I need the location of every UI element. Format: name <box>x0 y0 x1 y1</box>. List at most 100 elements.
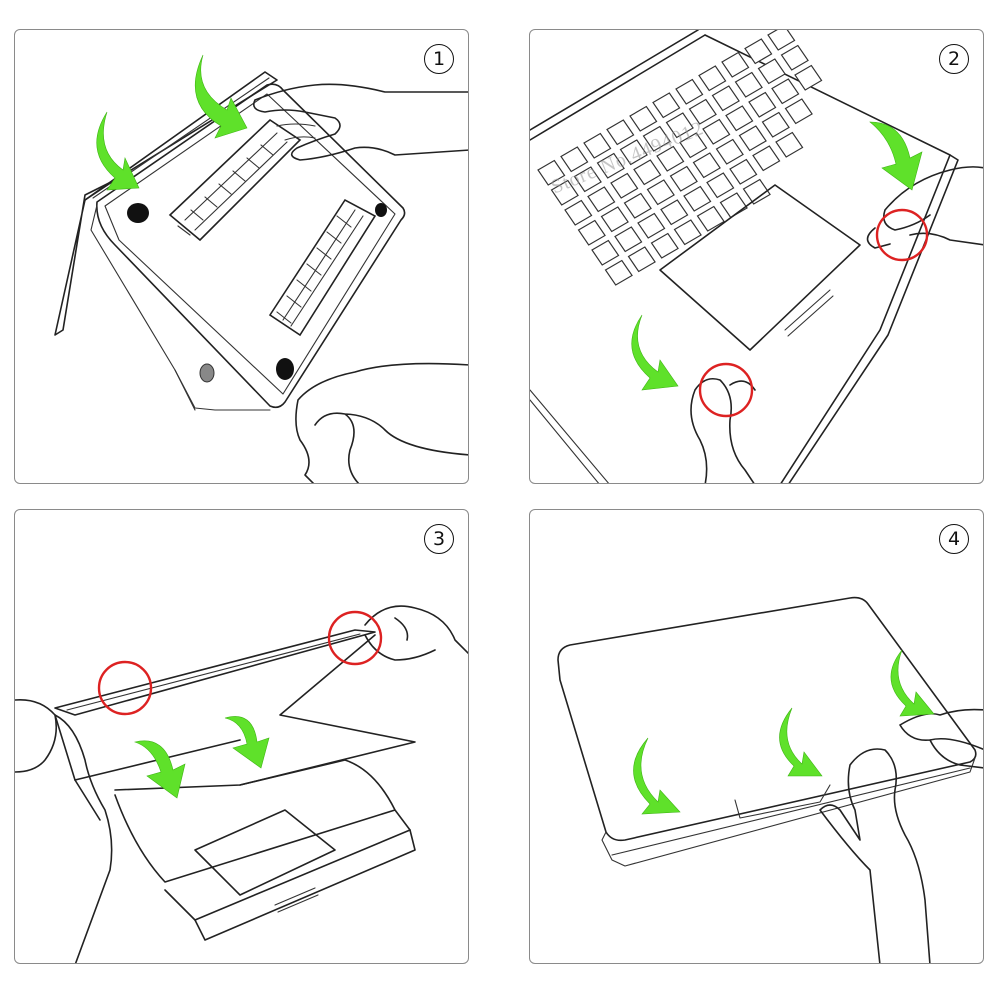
laptop-lid-icon <box>54 179 116 336</box>
step-number-badge: 4 <box>939 524 969 554</box>
green-arrow-icon <box>96 111 140 191</box>
keyboard-key <box>794 64 823 91</box>
keyboard-key <box>673 219 702 246</box>
rubber-foot-icon <box>276 358 294 380</box>
keyboard-key <box>784 98 813 125</box>
step-1-panel: 1 <box>14 29 469 484</box>
rubber-foot-icon <box>127 203 149 223</box>
red-circle-icon <box>327 610 383 666</box>
step-2-panel: 2 <box>529 29 984 484</box>
hand-icon <box>15 698 113 963</box>
red-circle-icon <box>875 208 929 262</box>
keyboard-key <box>537 159 566 186</box>
keyboard-key <box>642 125 671 152</box>
keyboard-key <box>748 91 777 118</box>
keyboard-key <box>610 172 639 199</box>
keyboard-key <box>715 138 744 165</box>
keyboard-key <box>560 146 589 173</box>
keyboard-key <box>780 44 809 71</box>
keyboard-key <box>665 112 694 139</box>
step-number-badge: 3 <box>424 524 454 554</box>
green-arrow-icon <box>224 716 270 769</box>
step-1-illustration <box>54 54 468 483</box>
red-circle-icon <box>97 660 153 716</box>
keyboard-key <box>614 226 643 253</box>
keyboard-key <box>650 232 679 259</box>
hand-icon <box>252 83 468 161</box>
keyboard-key <box>604 259 633 286</box>
hand-icon <box>866 166 983 249</box>
keyboard-key <box>596 152 625 179</box>
keyboard-key <box>692 152 721 179</box>
keyboard-key <box>637 212 666 239</box>
green-arrow-icon <box>133 740 186 799</box>
keyboard-key <box>738 125 767 152</box>
red-circle-icon <box>698 362 754 418</box>
green-arrow-icon <box>869 121 923 191</box>
keyboard-key <box>711 85 740 112</box>
step-2-illustration <box>530 30 983 483</box>
step-number-badge: 1 <box>424 44 454 74</box>
keyboard-key <box>587 186 616 213</box>
keyboard-key <box>706 172 735 199</box>
keyboard-key <box>591 239 620 266</box>
keyboard-key <box>583 132 612 159</box>
keyboard-key <box>550 179 579 206</box>
green-arrow-icon <box>779 707 823 777</box>
laptop-lid-icon <box>54 629 376 716</box>
keyboard-key <box>564 199 593 226</box>
keyboard-key <box>679 132 708 159</box>
vent-top-icon <box>168 118 302 242</box>
laptop-deck-icon <box>530 30 951 483</box>
keyboard-key <box>698 65 727 92</box>
step-3-panel: 3 <box>14 509 469 964</box>
step-number-badge: 2 <box>939 44 969 74</box>
keyboard-key <box>577 219 606 246</box>
green-arrow-icon <box>633 737 681 815</box>
step-3-illustration <box>15 605 468 963</box>
keyboard-key <box>683 185 712 212</box>
step-4-illustration <box>557 596 983 963</box>
hand-icon <box>364 605 468 661</box>
keyboard-icon <box>537 30 823 286</box>
keyboard-key <box>660 199 689 226</box>
keyboard-key <box>721 51 750 78</box>
hand-icon <box>690 377 756 483</box>
keyboard-key <box>771 78 800 105</box>
keyboard-key <box>573 166 602 193</box>
keyboard-key <box>675 78 704 105</box>
keyboard-key <box>729 158 758 185</box>
step-4-panel: 4 <box>529 509 984 964</box>
keyboard-key <box>742 178 771 205</box>
keyboard-key <box>752 145 781 172</box>
keyboard-key <box>669 165 698 192</box>
keyboard-key <box>757 58 786 85</box>
keyboard-key <box>627 246 656 273</box>
keyboard-key <box>646 179 675 206</box>
keyboard-key <box>702 118 731 145</box>
keyboard-key <box>734 71 763 98</box>
keyboard-key <box>744 38 773 65</box>
keyboard-key <box>600 206 629 233</box>
green-arrow-icon <box>890 649 935 717</box>
green-arrow-icon <box>631 314 679 391</box>
keyboard-key <box>688 98 717 125</box>
keyboard-key <box>775 131 804 158</box>
keyboard-key <box>725 105 754 132</box>
laptop-closed-icon <box>557 596 977 842</box>
vent-bottom-icon <box>268 198 377 337</box>
rubber-foot-icon <box>375 203 387 217</box>
trackpad-icon <box>194 809 336 896</box>
keyboard-key <box>623 192 652 219</box>
hand-icon <box>819 748 931 963</box>
green-arrow-icon <box>195 54 248 139</box>
keyboard-key <box>719 192 748 219</box>
keyboard-key <box>619 139 648 166</box>
keyboard-key <box>606 119 635 146</box>
laptop-bottom-case-icon <box>96 83 406 409</box>
keyboard-key <box>767 30 796 51</box>
keyboard-key <box>633 159 662 186</box>
hand-icon <box>899 708 983 769</box>
keyboard-key <box>761 111 790 138</box>
keyboard-key <box>696 205 725 232</box>
